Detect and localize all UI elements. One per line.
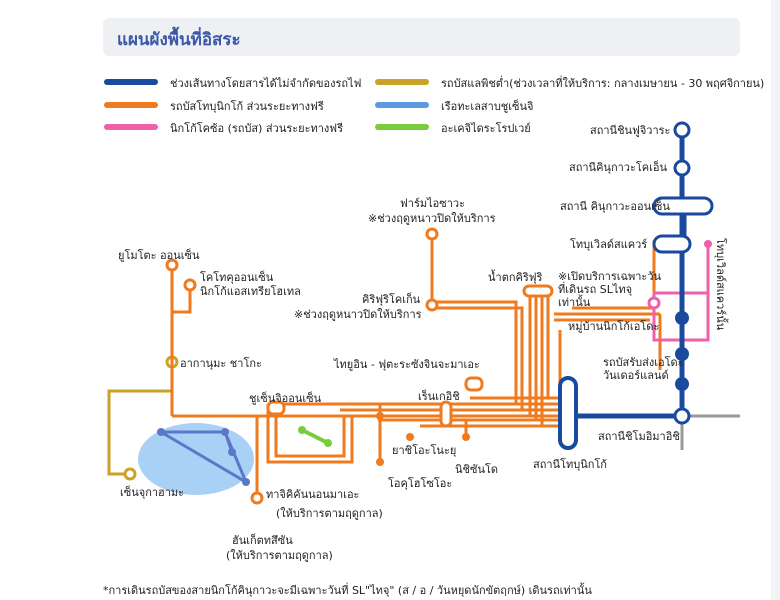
label-western-village: รถบัสรับส่งเอโดะ วันเดอร์แลนด์ — [603, 356, 684, 382]
label-senjugahama: เซ็นจุกาฮามะ — [120, 486, 185, 499]
label-yumoto-onsen: ยูโมโตะ ออนเซ็น — [118, 249, 200, 262]
legend-label-rail: ช่วงเส้นทางโดยสารได้ไม่จำกัดของรถไฟ — [170, 77, 362, 90]
ropeway-stop — [324, 439, 332, 447]
lake-stop — [242, 478, 250, 486]
stop-farm — [425, 227, 439, 241]
label-shin-fujiwara: สถานีชินฟูจิวาระ — [590, 124, 671, 137]
lake-boat-route — [160, 430, 250, 486]
legend-swatch-kotsu-bus — [104, 124, 158, 130]
station-shin-takatoku — [673, 159, 691, 177]
station-shimo-imaichi — [673, 407, 691, 425]
legend-label-ropeway: อะเคจิไดระโรปเวย์ — [441, 122, 531, 135]
label-funa-note: (ให้บริการตามฤดูกาล) — [226, 549, 333, 562]
bus-route-chuzenji-loop — [266, 404, 354, 464]
label-nishisando: นิชิซันโด — [455, 463, 499, 476]
stop-okuhosoo — [376, 458, 384, 466]
stop-yumoto — [165, 258, 179, 272]
stop-chuzenji-onsen — [266, 400, 286, 416]
label-funa-no-sawa: ฮันเก็ตทสึซัน — [232, 534, 293, 547]
legend-label-lake-boat: เรือทะเลสาบชูเซ็นจิ — [441, 100, 534, 113]
legend-swatch-rail — [104, 79, 158, 85]
lake-stop — [157, 428, 165, 436]
label-kinugawa-onsen: สถานี คินุกาวะออนเซ็น — [560, 200, 670, 213]
legend-swatch-tobu-bus — [104, 102, 158, 108]
label-kirifuri-note: ※ช่วงฤดูหนาวปิดให้บริการ — [294, 308, 422, 321]
stop-nishisando — [462, 433, 470, 441]
page-title: แผนผังพื้นที่อิสระ — [117, 30, 241, 50]
label-okuhosoo: โอคุโฮโซโอะ — [388, 477, 453, 490]
bus-route-kirifuri-kogen — [432, 300, 518, 404]
label-vertical: โทบุเวิลด์สแควร์นั้น — [714, 238, 727, 331]
label-nikko-astraea: นิกโก้แอสเทรียโฮเทล — [200, 285, 301, 298]
station-kinugawa-onsen — [652, 196, 714, 216]
legend-swatch-low-emission-bus — [375, 79, 429, 85]
label-shin-takatoku: สถานีคินุกาวะโคเอ็น — [569, 161, 668, 174]
label-shimo-imaichi: สถานีชิโมอิมาอิชิ — [598, 430, 680, 443]
label-tobu-nikko: สถานีโทบุนิกโก้ — [533, 458, 607, 471]
label-sl-note: ※เปิดบริการเฉพาะวันที่เดินรถ SLไทจุ เท่า… — [558, 270, 662, 309]
lake-stop — [228, 448, 236, 456]
lake-stop — [221, 428, 229, 436]
stop-taiyuin-box — [464, 376, 484, 392]
station-dot — [675, 311, 689, 325]
label-kirifuri-kogen: คิริฟุริโคเก็น — [362, 293, 421, 306]
lake-chuzenji — [138, 423, 254, 495]
stop-rengeishi — [439, 400, 453, 428]
label-kotoku-onsen: โคโทคุออนเซ็น — [200, 271, 274, 284]
legend-label-kotsu-bus: นิกโก้โคซ้อ (รถบัส) ส่วนระยะทางฟรี — [170, 122, 344, 135]
label-tachiki-note: (ให้บริการตามฤดูกาล) — [276, 507, 383, 520]
label-farm: ฟาร์มไอซาวะ — [400, 197, 465, 210]
stop-kotoku — [183, 278, 197, 292]
label-akanuma: อากานุมะ ชาโกะ — [180, 357, 262, 370]
stop-tachiki — [250, 491, 264, 505]
legend-label-low-emission-bus: รถบัสแลพิชต่ำ(ช่วงเวลาที่ให้บริการ: กลาง… — [441, 77, 765, 90]
stop-nikko-village — [647, 296, 661, 310]
kotsu-bus-route — [652, 291, 710, 342]
label-chuzenji-onsen: ชูเซ็นจิออนเซ็น — [249, 392, 322, 405]
page-right-edge — [771, 0, 780, 600]
label-tobu-world: โทบุเวิลด์สแควร์ — [570, 238, 648, 251]
low-emission-bus-route-1 — [107, 389, 172, 476]
stop-taiyuin — [376, 412, 384, 420]
bus-route-loop-inner — [274, 416, 346, 458]
header-bar: แผนผังพื้นที่อิสระ — [103, 18, 740, 56]
station-dot — [675, 347, 689, 361]
label-taiyuin: ไทยูอิน - ฟุตะระซังจินจะมาเอะ — [334, 358, 480, 371]
legend-swatch-lake-boat — [375, 102, 429, 108]
bus-route-kirifuri-kogen-2 — [432, 306, 524, 410]
legend-label-tobu-bus: รถบัสโทบุนิกโก้ ส่วนระยะทางฟรี — [170, 100, 324, 113]
ropeway-stop — [298, 426, 306, 434]
stop-kirifuri-kogen — [425, 298, 439, 312]
stop-kirifuri-falls — [522, 284, 554, 298]
label-tachiki-kannon: ทาจิคิคันนอนมาเอะ — [266, 488, 360, 501]
station-tobu-world — [652, 234, 692, 254]
station-tobu-nikko — [558, 376, 578, 450]
label-yashio: ยาชิโอะโนะยุ — [392, 444, 457, 457]
ropeway-line — [301, 428, 329, 445]
stop-vertical-label — [704, 240, 712, 248]
stop-yashio — [406, 433, 414, 441]
bus-route-kotoku — [172, 285, 192, 314]
station-shin-fujiwara — [673, 121, 691, 139]
label-farm-note: ※ช่วงฤดูหนาวปิดให้บริการ — [368, 212, 496, 225]
footnote: *การเดินรถบัสของสายนิกโก้คินุกาวะจะมีเฉพ… — [103, 584, 592, 597]
station-dot — [675, 377, 689, 391]
label-nikko-village: หมู่บ้านนิกโก้เอโดะ — [568, 320, 660, 333]
label-kirifuri-falls: น้ำตกคิริฟุริ — [488, 271, 543, 284]
stop-senjugahama — [123, 467, 137, 481]
label-rengeishi: เร็นเกอิชิ — [418, 390, 460, 403]
legend-swatch-ropeway — [375, 124, 429, 130]
